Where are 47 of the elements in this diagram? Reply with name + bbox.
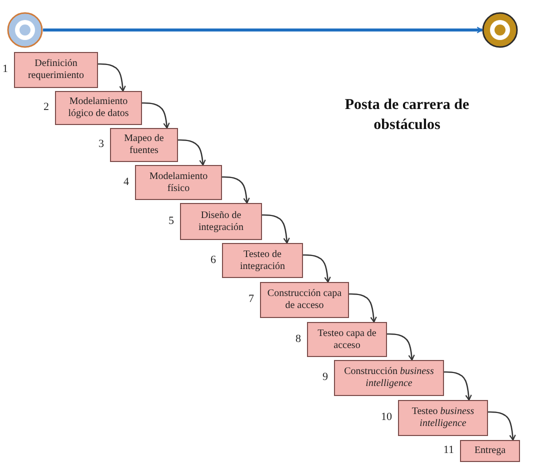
step-number: 1	[2, 63, 8, 75]
arrow	[98, 63, 126, 92]
step-number: 7	[248, 293, 254, 305]
arrow	[178, 139, 206, 166]
step-label: Diseño de integración	[198, 210, 244, 234]
arrow	[43, 26, 483, 34]
step-label: Construcción business intelligence	[343, 366, 435, 390]
step-number: 8	[296, 332, 301, 344]
step-number: 11	[443, 444, 454, 456]
step-label: Construcción capa de acceso	[266, 288, 343, 312]
arrow	[387, 333, 415, 361]
arrow	[349, 293, 377, 323]
diagram-title: Posta de carrera de obstáculos	[344, 96, 470, 134]
step-number: 6	[210, 254, 216, 266]
step-label: Mapeo de fuentes	[123, 133, 165, 157]
process-box	[334, 360, 444, 396]
arrow	[444, 371, 472, 401]
step-label: Testeo de integración	[239, 248, 286, 272]
step-number: 9	[322, 371, 328, 383]
step-label: Modelamiento físico	[148, 170, 209, 194]
target-circle	[482, 12, 518, 48]
process-box	[14, 52, 98, 88]
step-label: Definición requerimiento	[26, 58, 86, 82]
process-box	[135, 165, 222, 200]
step-label: Entrega	[474, 445, 506, 457]
step-number: 4	[124, 176, 129, 188]
arrow	[303, 254, 331, 283]
step-number: 3	[98, 138, 104, 150]
step-label: Modelamiento lógico de datos	[67, 96, 130, 120]
process-box	[460, 440, 520, 462]
step-number: 10	[381, 411, 392, 423]
process-box	[398, 400, 488, 436]
arrow	[142, 102, 170, 129]
process-box	[180, 203, 262, 240]
arrow	[262, 214, 290, 244]
process-box	[55, 91, 142, 125]
arrow	[222, 176, 250, 204]
step-label: Testeo business intelligence	[410, 406, 476, 430]
arrow	[488, 411, 516, 441]
process-box	[222, 243, 303, 278]
target-circle	[7, 12, 43, 48]
step-label: Testeo capa de acceso	[316, 328, 378, 352]
process-box	[307, 322, 387, 357]
step-number: 2	[44, 101, 49, 113]
step-number: 5	[168, 214, 174, 226]
process-box	[110, 128, 178, 162]
process-box	[260, 282, 349, 318]
